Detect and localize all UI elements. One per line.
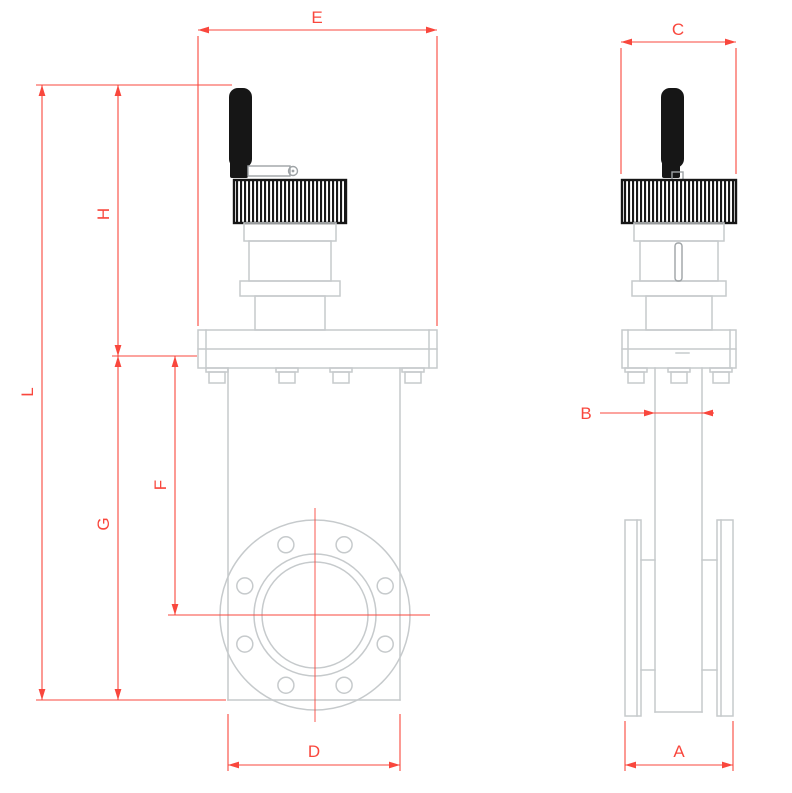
bolt-head (712, 371, 730, 384)
right-port-flange (716, 519, 734, 717)
lever-grip (661, 88, 684, 168)
bonnet-collar (631, 280, 727, 297)
dim-label-H: H (94, 208, 113, 220)
dim-label-E: E (311, 8, 322, 27)
port-flanges-side (624, 519, 734, 717)
dim-label-C: C (672, 20, 684, 39)
dimension-G: G (94, 356, 122, 700)
bolt-head (404, 371, 422, 384)
top-flange-plate (197, 329, 438, 369)
bonnet-cap (243, 222, 337, 242)
dim-label-D: D (308, 742, 320, 761)
bolt-head (332, 371, 350, 384)
dim-label-A: A (673, 742, 685, 761)
bolt-hole (277, 676, 295, 694)
bolt-head (278, 371, 296, 384)
bonnet-housing (639, 240, 719, 282)
dimension-F: F (151, 356, 179, 615)
lever-pivot (287, 165, 299, 177)
handwheel-knurled (232, 178, 348, 225)
dimension-L: L (18, 85, 46, 700)
left-port-flange (624, 519, 642, 717)
bonnet-housing (248, 240, 332, 282)
bolt-head (627, 371, 645, 384)
lever-hinge (230, 161, 248, 178)
dim-label-F: F (151, 480, 170, 490)
dimension-A: A (624, 721, 734, 771)
handwheel-knurled (620, 178, 738, 225)
bonnet-neck (645, 295, 713, 331)
bolt-hole (335, 536, 353, 554)
spindle-pin (674, 242, 683, 282)
dimension-B: B (580, 404, 714, 423)
bolt-head (208, 371, 226, 384)
dimension-H: H (94, 85, 122, 356)
hand-lever-side (661, 88, 684, 181)
front-view (168, 88, 438, 722)
bonnet-collar (239, 280, 341, 297)
dimension-C: C (620, 20, 737, 174)
bonnet-stack-side (631, 222, 727, 331)
bolt-hole (335, 676, 353, 694)
dim-label-G: G (94, 517, 113, 530)
centerlines (168, 508, 430, 722)
lever-hinge (662, 161, 680, 178)
top-flange-plate-side (621, 329, 737, 369)
dim-label-L: L (18, 387, 37, 396)
bonnet-cap (633, 222, 725, 242)
lever-pivot-center (291, 169, 295, 173)
bolt-hole (376, 577, 394, 595)
bonnet-stack (239, 222, 341, 331)
side-view (620, 88, 738, 717)
bolt-hole (236, 635, 254, 653)
dimensions: E C L H G F (18, 8, 737, 771)
dimension-E: E (197, 8, 438, 326)
dimension-D: D (227, 714, 401, 771)
top-flange-bolts-side (624, 367, 733, 384)
bolt-hole (376, 635, 394, 653)
lever-grip (229, 88, 252, 168)
bolt-hole (236, 577, 254, 595)
valve-body-side (640, 367, 718, 713)
top-flange-bolts (205, 367, 425, 384)
bolt-head (670, 371, 688, 384)
bonnet-neck (254, 295, 326, 331)
valve-body (227, 367, 401, 701)
hand-lever (229, 88, 299, 178)
bolt-hole (277, 536, 295, 554)
lever-arm (247, 165, 291, 177)
dim-label-B: B (580, 404, 591, 423)
